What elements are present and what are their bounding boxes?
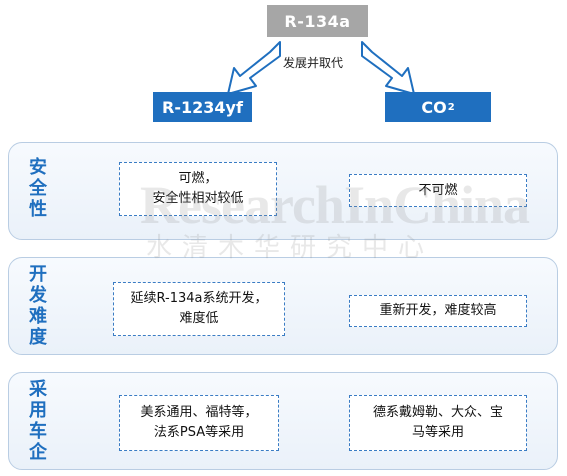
row-automakers: 采用车企 美系通用、福特等， 法系PSA等采用 德系戴姆勒、大众、宝 马等采用 [8,372,558,470]
cell-difficulty-right: 重新开发，难度较高 [349,295,527,327]
cell-automakers-left: 美系通用、福特等， 法系PSA等采用 [119,395,279,451]
row-label-difficulty: 开发难度 [29,264,47,348]
row-label-safety: 安全性 [29,157,47,220]
cell-difficulty-left: 延续R-134a系统开发， 难度低 [113,282,285,336]
cell-safety-right: 不可燃 [349,174,527,207]
row-safety: 安全性 可燃， 安全性相对较低 不可燃 [8,142,558,240]
branch-co2-base: CO [421,97,447,117]
arrow-left-icon [227,41,281,95]
root-node: R-134a [267,5,368,37]
row-label-automakers: 采用车企 [29,379,47,463]
relation-label: 发展并取代 [283,56,344,70]
cell-safety-left: 可燃， 安全性相对较低 [119,162,277,216]
branch-r1234yf: R-1234yf [153,92,252,122]
cell-automakers-right: 德系戴姆勒、大众、宝 马等采用 [349,395,527,451]
row-difficulty: 开发难度 延续R-134a系统开发， 难度低 重新开发，难度较高 [8,257,558,355]
arrow-right-icon [361,41,415,95]
branch-co2-subscript: 2 [447,101,455,113]
